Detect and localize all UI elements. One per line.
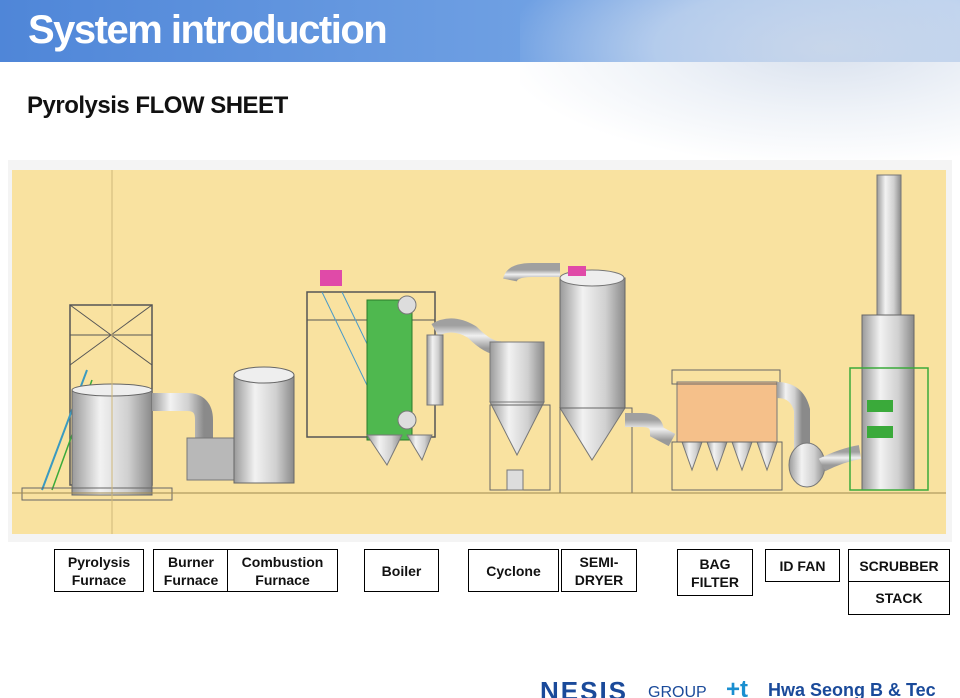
label-text: BAG FILTER bbox=[691, 555, 739, 590]
label-text: Cyclone bbox=[486, 562, 541, 579]
label-boiler: Boiler bbox=[364, 549, 439, 592]
label-text: Combustion Furnace bbox=[241, 553, 324, 588]
label-bag-filter: BAG FILTER bbox=[677, 549, 753, 596]
process-flow-diagram bbox=[12, 170, 946, 534]
label-combustion-furnace: Combustion Furnace bbox=[227, 549, 338, 592]
id-fan-drawing bbox=[776, 382, 862, 488]
footer-logos: NESIS GROUP +t Hwa Seong B & Tec bbox=[540, 674, 960, 698]
label-stack: STACK bbox=[848, 581, 950, 615]
label-text: Pyrolysis Furnace bbox=[67, 553, 131, 588]
page-title: System introduction bbox=[28, 8, 388, 52]
cyclone-drawing bbox=[489, 263, 560, 491]
hwaseong-logo: Hwa Seong B & Tec bbox=[768, 680, 936, 698]
label-text: SCRUBBER bbox=[859, 557, 939, 574]
label-text: Burner Furnace bbox=[163, 553, 219, 588]
combustion-furnace-drawing bbox=[186, 366, 312, 484]
decorative-swoosh bbox=[520, 0, 960, 160]
bag-filter-drawing bbox=[671, 369, 783, 491]
hwaseong-mark-icon: +t bbox=[726, 676, 749, 698]
nesis-logo: NESIS bbox=[540, 676, 629, 698]
group-wordmark: GROUP bbox=[648, 684, 707, 698]
label-semi-dryer: SEMI- DRYER bbox=[561, 549, 637, 592]
scrubber-stack-drawing bbox=[849, 174, 929, 491]
label-pyrolysis-furnace: Pyrolysis Furnace bbox=[54, 549, 144, 592]
label-text: Boiler bbox=[381, 562, 422, 579]
label-text: STACK bbox=[875, 590, 923, 606]
flow-sheet-subtitle: Pyrolysis FLOW SHEET bbox=[27, 92, 288, 119]
label-text: ID FAN bbox=[779, 557, 826, 574]
boiler-drawing bbox=[306, 270, 436, 466]
label-id-fan: ID FAN bbox=[765, 549, 840, 582]
label-scrubber: SCRUBBER bbox=[848, 549, 950, 582]
label-cyclone: Cyclone bbox=[468, 549, 559, 592]
semi-dryer-drawing bbox=[559, 266, 633, 494]
pyrolysis-furnace-drawing bbox=[21, 170, 173, 534]
label-burner-furnace: Burner Furnace bbox=[153, 549, 229, 592]
label-text: SEMI- DRYER bbox=[574, 553, 624, 588]
